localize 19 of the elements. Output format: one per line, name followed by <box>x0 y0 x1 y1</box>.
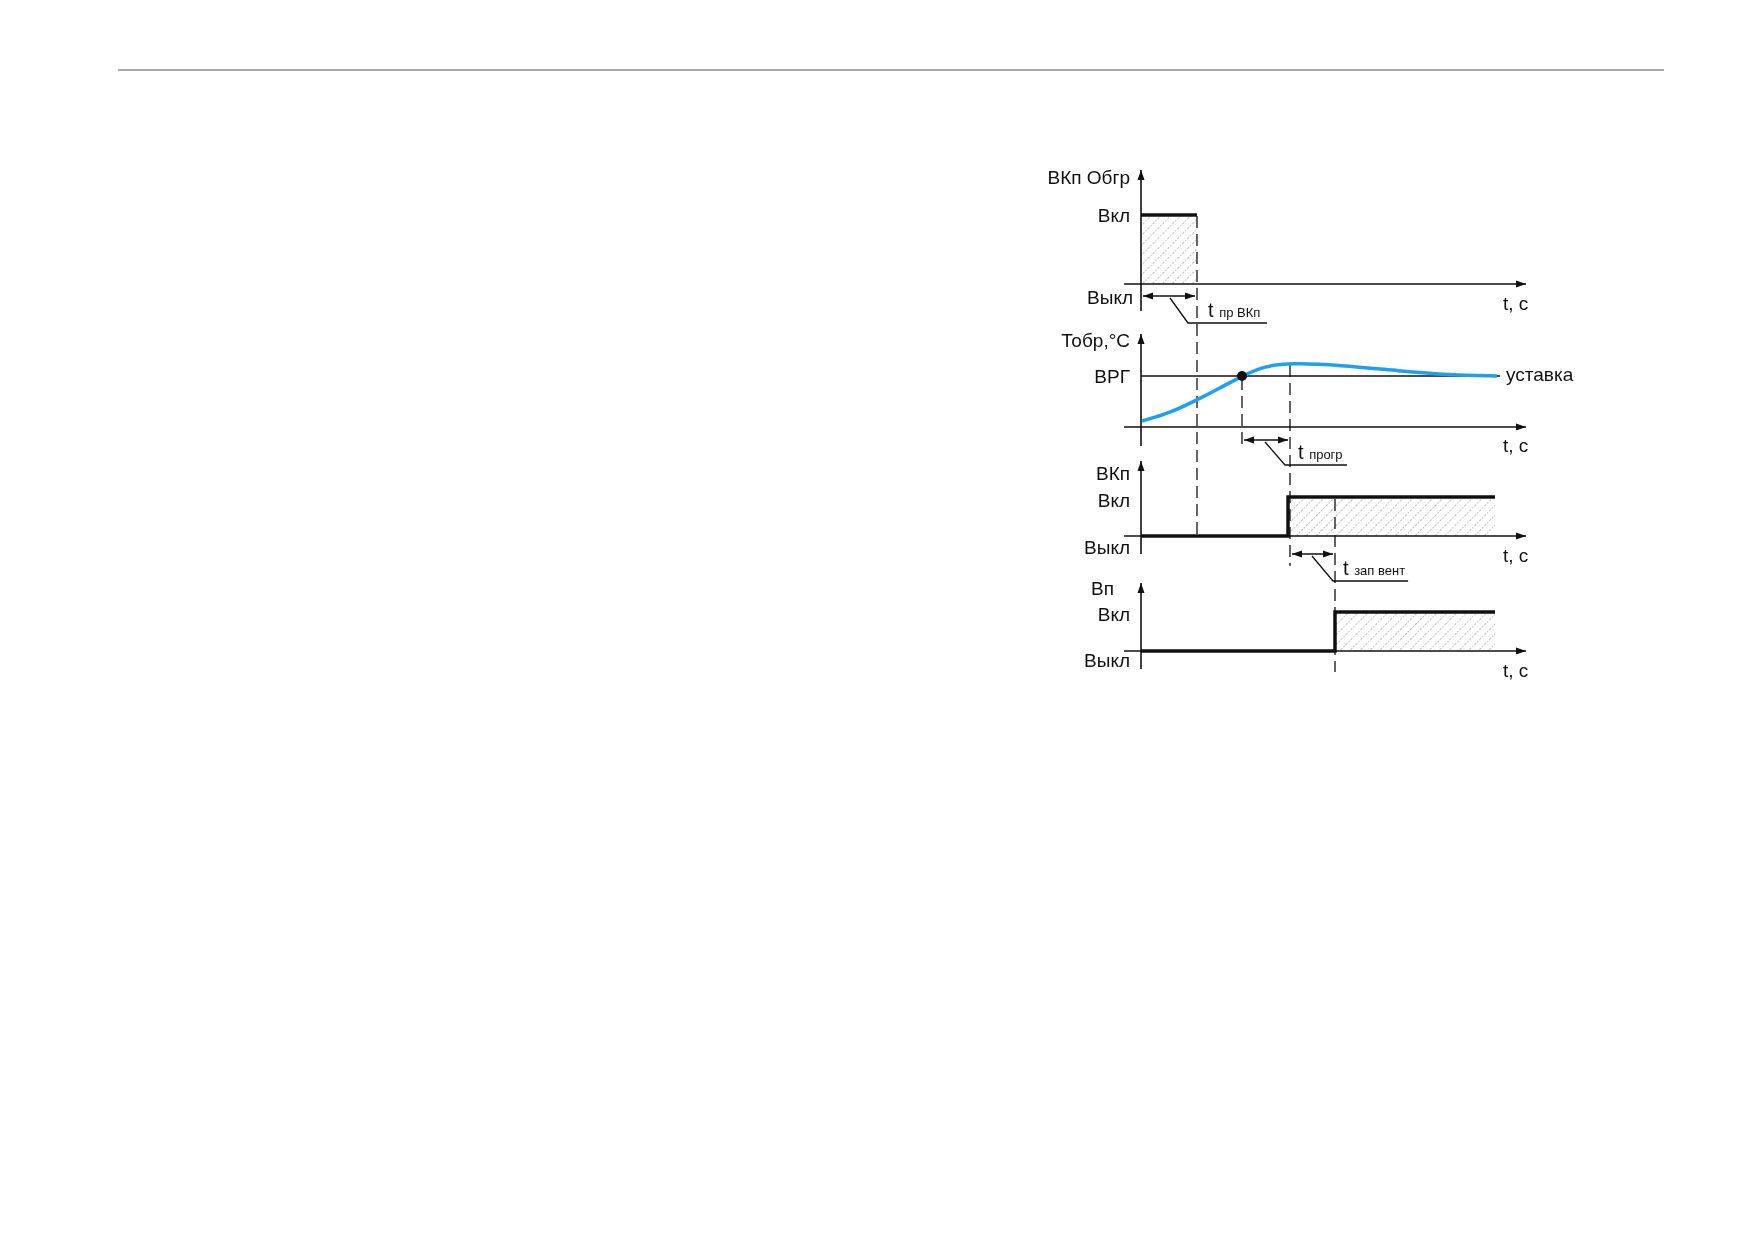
axis-label: Вкл <box>1097 604 1130 624</box>
axis-label: t, c <box>1503 660 1529 680</box>
leader-line <box>1169 297 1268 324</box>
axis-label: Вкл <box>1097 490 1130 510</box>
axis-label: ВРГ <box>1094 366 1130 386</box>
axis-label: t, c <box>1503 293 1529 313</box>
leader-line <box>1264 441 1348 466</box>
axis-label: Выкл <box>1084 650 1130 670</box>
leader-line <box>1311 555 1409 582</box>
axis-label: уставка <box>1506 364 1574 384</box>
axis-label: Вкл <box>1097 205 1130 225</box>
axis-label: ВКп <box>1095 463 1130 483</box>
axis-label: Вп <box>1091 578 1114 598</box>
axis-label: t, c <box>1503 545 1529 565</box>
axis-label: Выкл <box>1087 287 1133 307</box>
axis-label: ВКп Обгр <box>1047 167 1130 187</box>
axis-label: Выкл <box>1084 537 1130 557</box>
axis-label: Тобр,°C <box>1061 330 1130 350</box>
axis-label: t, c <box>1503 435 1529 455</box>
